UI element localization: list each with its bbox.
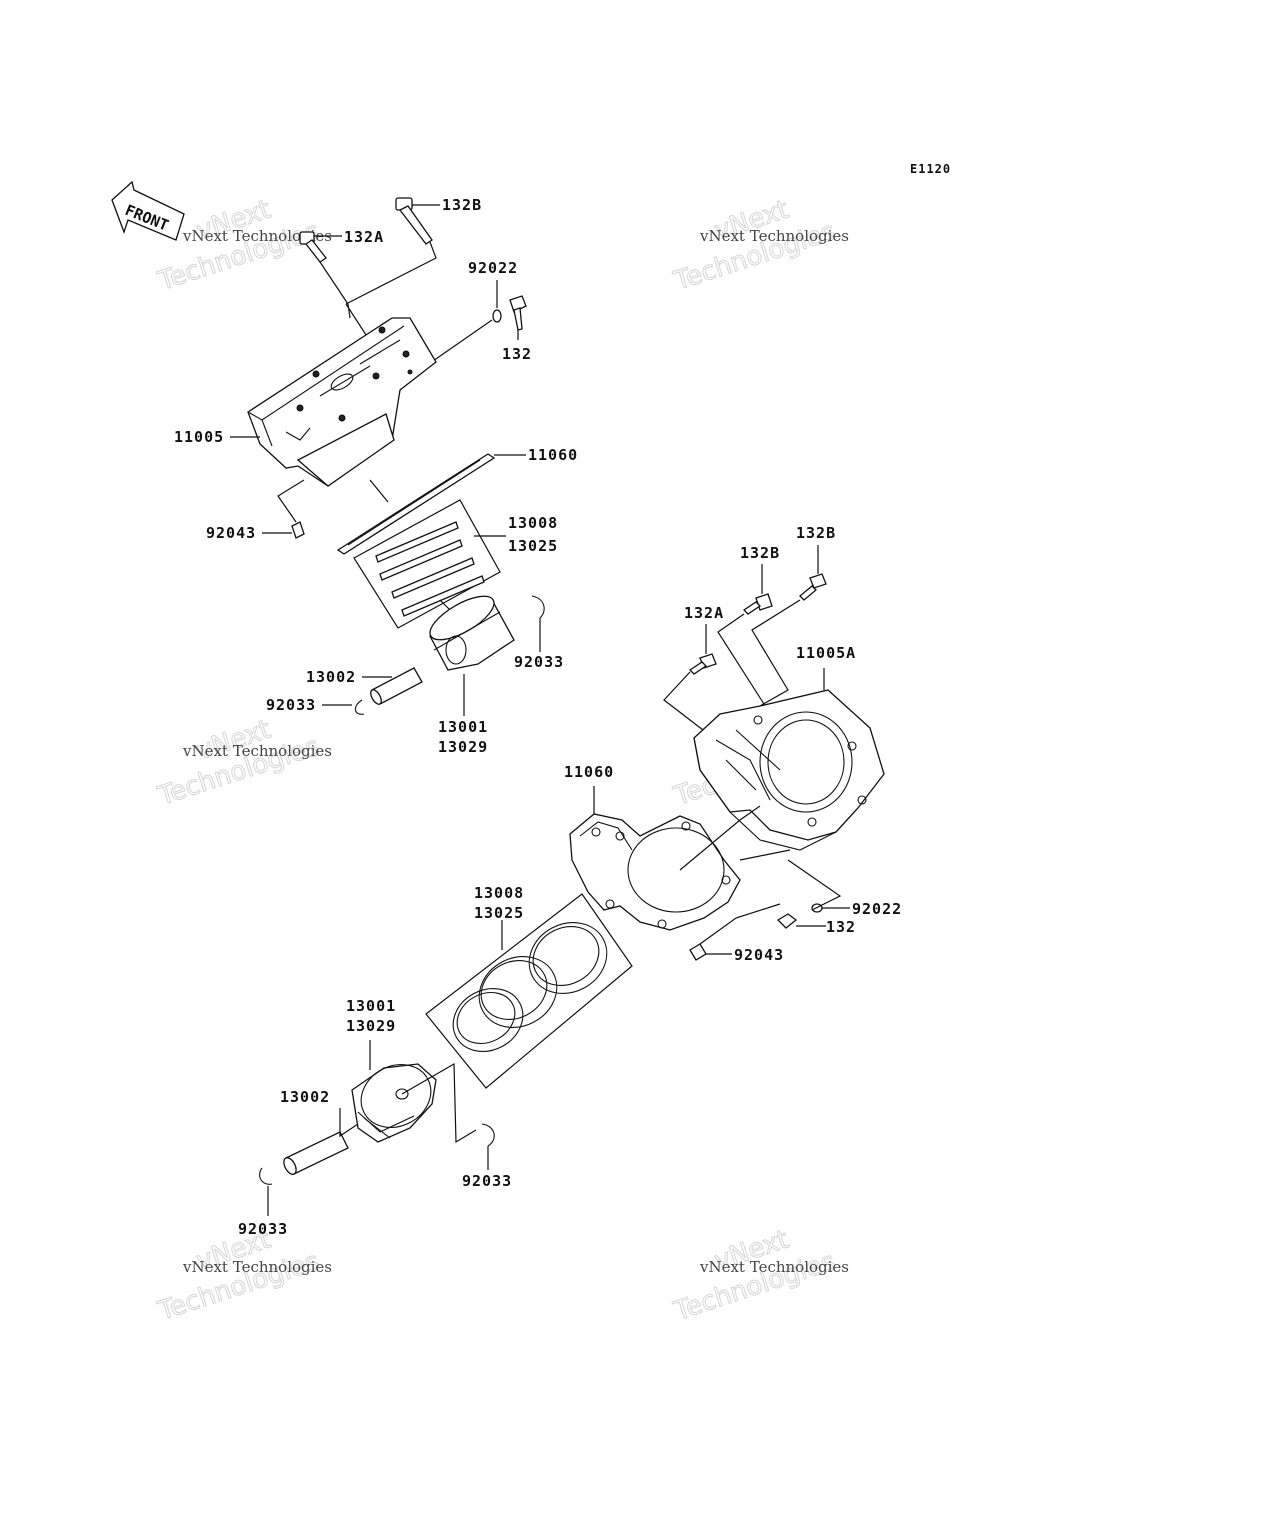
label-13025-bottom: 13025 bbox=[474, 904, 524, 922]
label-13025-top: 13025 bbox=[508, 537, 558, 555]
bolt-132-top bbox=[509, 295, 527, 340]
label-92033-top-left: 92033 bbox=[266, 696, 316, 714]
bolt-132a-right bbox=[688, 624, 717, 675]
circlip-92033-bottom-left bbox=[259, 1167, 273, 1216]
label-13002-bottom: 13002 bbox=[280, 1088, 330, 1106]
svg-text:vNext Technologies: vNext Technologies bbox=[182, 227, 332, 245]
bolt-132b-right bbox=[799, 545, 827, 601]
bolt-132a-top bbox=[299, 231, 349, 305]
label-92022-bottom: 92022 bbox=[852, 900, 902, 918]
label-11060-bottom: 11060 bbox=[564, 763, 614, 781]
label-132b-right: 132B bbox=[796, 524, 836, 542]
label-132-bottom: 132 bbox=[826, 918, 856, 936]
label-92043-top: 92043 bbox=[206, 524, 256, 542]
label-132a-right: 132A bbox=[684, 604, 724, 622]
washer-92022-top bbox=[492, 280, 502, 323]
svg-text:vNext Technologies: vNext Technologies bbox=[182, 742, 332, 760]
label-13001-top: 13001 bbox=[438, 718, 488, 736]
bolt-132b-top bbox=[345, 197, 440, 305]
label-132-top: 132 bbox=[502, 345, 532, 363]
bolt-132b-middle bbox=[742, 564, 773, 615]
dowel-92043-top bbox=[291, 521, 305, 539]
svg-text:vNext Technologies: vNext Technologies bbox=[699, 227, 849, 245]
cylinder-11005a bbox=[693, 689, 885, 851]
label-132b-middle: 132B bbox=[740, 544, 780, 562]
circlip-92033-top-right bbox=[531, 595, 545, 652]
label-11005: 11005 bbox=[174, 428, 224, 446]
label-11005a: 11005A bbox=[796, 644, 856, 662]
svg-text:vNext Technologies: vNext Technologies bbox=[182, 1258, 332, 1276]
piston-pin-bottom bbox=[283, 1131, 349, 1175]
gasket-11060-bottom bbox=[569, 813, 741, 931]
circlip-92033-bottom-right bbox=[481, 1123, 495, 1170]
label-92022-top: 92022 bbox=[468, 259, 518, 277]
label-13029-bottom: 13029 bbox=[346, 1017, 396, 1035]
label-132a-top: 132A bbox=[344, 228, 384, 246]
svg-text:vNext Technologies: vNext Technologies bbox=[699, 1258, 849, 1276]
label-13029-top: 13029 bbox=[438, 738, 488, 756]
diagram-code: E1120 bbox=[910, 162, 951, 176]
label-132b-top: 132B bbox=[442, 196, 482, 214]
piston-pin-top bbox=[370, 667, 423, 705]
label-13008-top: 13008 bbox=[508, 514, 558, 532]
bolt-132-bottom bbox=[776, 913, 798, 929]
label-13001-bottom: 13001 bbox=[346, 997, 396, 1015]
label-11060-top: 11060 bbox=[528, 446, 578, 464]
label-13002-top: 13002 bbox=[306, 668, 356, 686]
circlip-92033-top-left bbox=[354, 699, 365, 715]
piston-top bbox=[429, 595, 515, 671]
front-arrow-icon: FRONT bbox=[111, 180, 185, 241]
label-92033-top-right: 92033 bbox=[514, 653, 564, 671]
label-92033-bottom-left: 92033 bbox=[238, 1220, 288, 1238]
piston-rings-bottom bbox=[425, 893, 633, 1089]
label-92033-bottom-right: 92033 bbox=[462, 1172, 512, 1190]
piston-bottom bbox=[351, 1063, 437, 1143]
piston-rings-top bbox=[353, 499, 501, 629]
label-13008-bottom: 13008 bbox=[474, 884, 524, 902]
cylinder-11005 bbox=[247, 317, 437, 487]
dowel-92043-bottom bbox=[689, 943, 707, 961]
label-92043-bottom: 92043 bbox=[734, 946, 784, 964]
gasket-11060-top bbox=[336, 453, 496, 555]
